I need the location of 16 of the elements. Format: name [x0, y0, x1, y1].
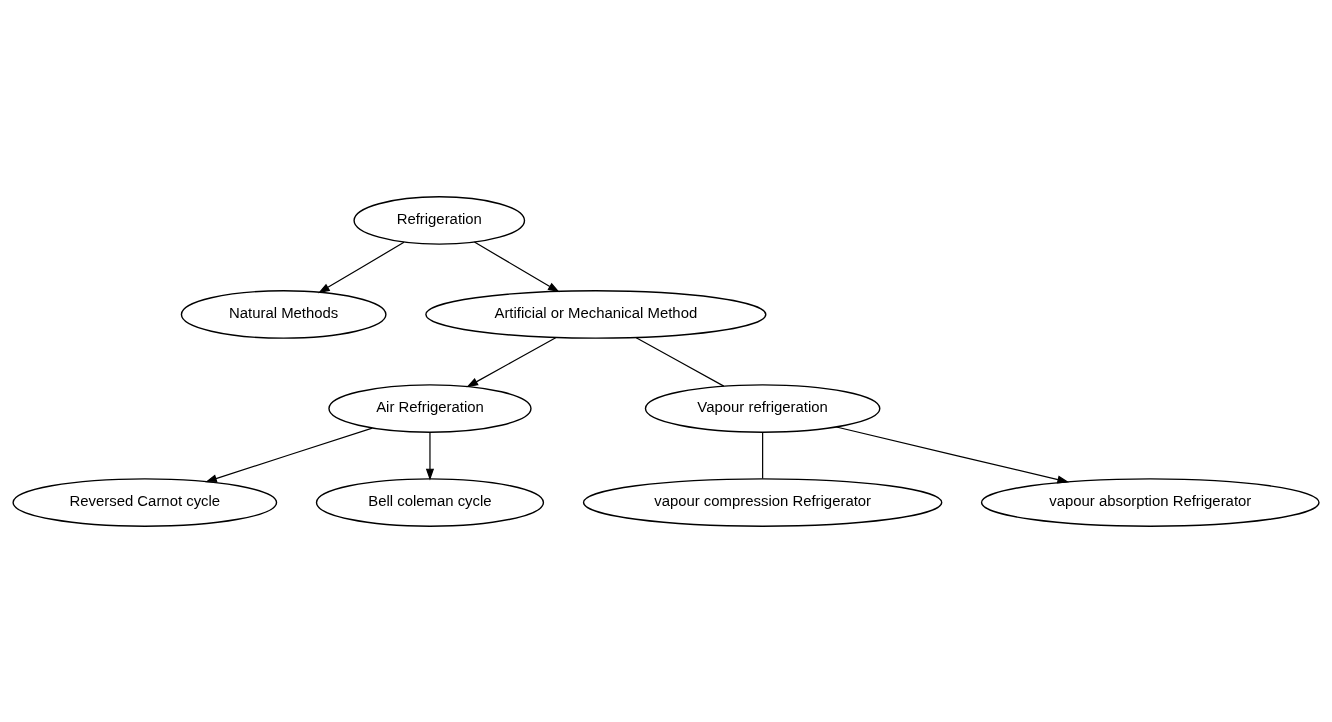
connector [635, 336, 725, 387]
arrow [318, 241, 405, 293]
arrow [835, 425, 1070, 484]
arrow [425, 431, 435, 480]
node-ellipse: Refrigeration [353, 195, 526, 245]
node-ellipse: Vapour refrigeration [644, 383, 881, 433]
node-ellipse: Reversed Carnot cycle [12, 477, 278, 527]
node-ellipse: Artificial or Mechanical Method [425, 289, 767, 339]
connector [762, 431, 764, 479]
node-ellipse: vapour compression Refrigerator [582, 477, 943, 527]
node-ellipse: Air Refrigeration [328, 383, 532, 433]
arrow [205, 427, 373, 482]
arrow [473, 240, 560, 292]
arrow [466, 336, 557, 387]
node-ellipse: Natural Methods [180, 289, 387, 339]
node-ellipse: Bell coleman cycle [315, 477, 545, 527]
